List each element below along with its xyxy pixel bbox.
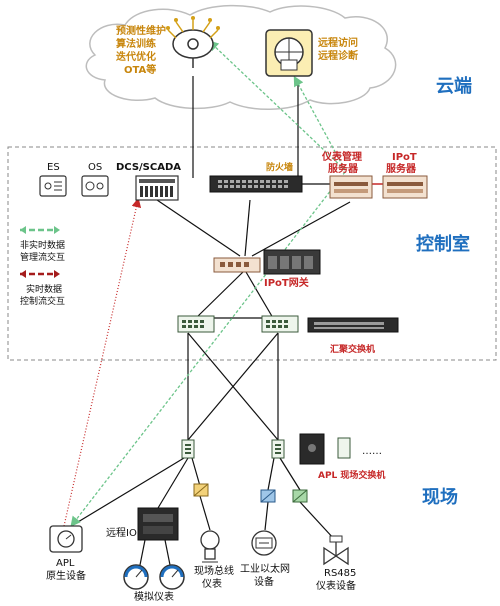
legend-non-realtime-arrow (20, 226, 60, 234)
legend-realtime-arrow (20, 270, 60, 278)
fieldbus-label-1: 现场总线 (194, 564, 234, 577)
apl-switch-photo (299, 433, 351, 465)
os-workstation-icon (81, 175, 109, 197)
rs485-valve-icon (323, 535, 349, 566)
rs485-label-1: RS485 (324, 568, 356, 579)
cloud-shape (85, 4, 397, 110)
apl-native-label-1: APL (56, 558, 75, 569)
apl-field-switch-2 (271, 439, 285, 459)
cloud-ai-line-4: OTA等 (124, 63, 156, 76)
cloud-remote-line-1: 远程访问 (318, 36, 358, 49)
fieldbus-label-2: 仪表 (202, 577, 222, 590)
firewall-label: 防火墙 (266, 161, 293, 173)
legend-realtime-line-2: 控制流交互 (20, 295, 65, 307)
es-workstation-icon (39, 175, 67, 197)
analog-gauge-icon-2 (159, 564, 185, 590)
apl-field-switch-1 (181, 439, 195, 459)
ethernet-coupler-icon (260, 489, 276, 503)
ipot-server-label-2: 服务器 (386, 162, 417, 175)
legend-non-realtime-line-2: 管理流交互 (20, 251, 65, 263)
remote-io-device (137, 507, 179, 541)
agg-switch-label: 汇聚交换机 (330, 343, 375, 355)
remote-access-icon (265, 29, 313, 77)
dcs-scada-controller (135, 175, 179, 201)
ipot-gateway-label: IPoT网关 (264, 276, 309, 289)
meter-mgmt-label-1: 仪表管理 (321, 150, 362, 163)
apl-switch-label: APL 现场交换机 (318, 469, 385, 481)
brain-ai-icon (166, 16, 220, 68)
rs485-coupler-icon (292, 489, 308, 503)
ethernet-device-icon (251, 530, 277, 556)
meter-management-server (329, 175, 373, 199)
legend-non-realtime-line-1: 非实时数据 (20, 239, 65, 251)
cloud-ai-line-2: 算法训练 (115, 37, 156, 50)
ethernet-label-2: 设备 (254, 575, 274, 588)
os-label: OS (88, 162, 102, 173)
non-realtime-flows (70, 40, 346, 528)
apl-native-device-icon (49, 525, 83, 553)
cloud-ai-line-1: 预测性维护 (116, 24, 166, 37)
apl-switch-ellipsis: …… (362, 446, 382, 457)
zone-label-control-room: 控制室 (416, 233, 470, 255)
remote-io-label: 远程IO (106, 527, 137, 539)
meter-mgmt-label-2: 服务器 (328, 162, 359, 175)
zone-label-cloud: 云端 (436, 76, 472, 97)
aggregation-switch-photo (307, 317, 399, 333)
analog-gauge-icon-1 (123, 564, 149, 590)
realtime-flow (63, 197, 142, 527)
legend-realtime-line-1: 实时数据 (26, 283, 62, 295)
aggregation-switch-2 (261, 315, 299, 333)
cloud-ai-line-3: 迭代优化 (116, 50, 156, 63)
ipot-server (382, 175, 428, 199)
fieldbus-coupler-icon (193, 483, 209, 497)
firewall-device (209, 175, 303, 193)
es-label: ES (47, 162, 60, 173)
rs485-label-2: 仪表设备 (316, 579, 356, 592)
apl-native-label-2: 原生设备 (46, 569, 86, 582)
cloud-remote-line-2: 远程诊断 (318, 49, 358, 62)
ipot-gateway-device (213, 249, 321, 275)
fieldbus-instrument-icon (200, 530, 220, 563)
ipot-server-label-1: IPoT (392, 152, 417, 163)
dcs-label: DCS/SCADA (116, 162, 181, 173)
ethernet-label-1: 工业以太网 (240, 562, 290, 575)
analog-meter-label: 模拟仪表 (134, 590, 174, 603)
control-room-box (7, 146, 497, 361)
network-links (67, 76, 351, 566)
aggregation-switch-1 (177, 315, 215, 333)
zone-label-field: 现场 (422, 487, 458, 508)
